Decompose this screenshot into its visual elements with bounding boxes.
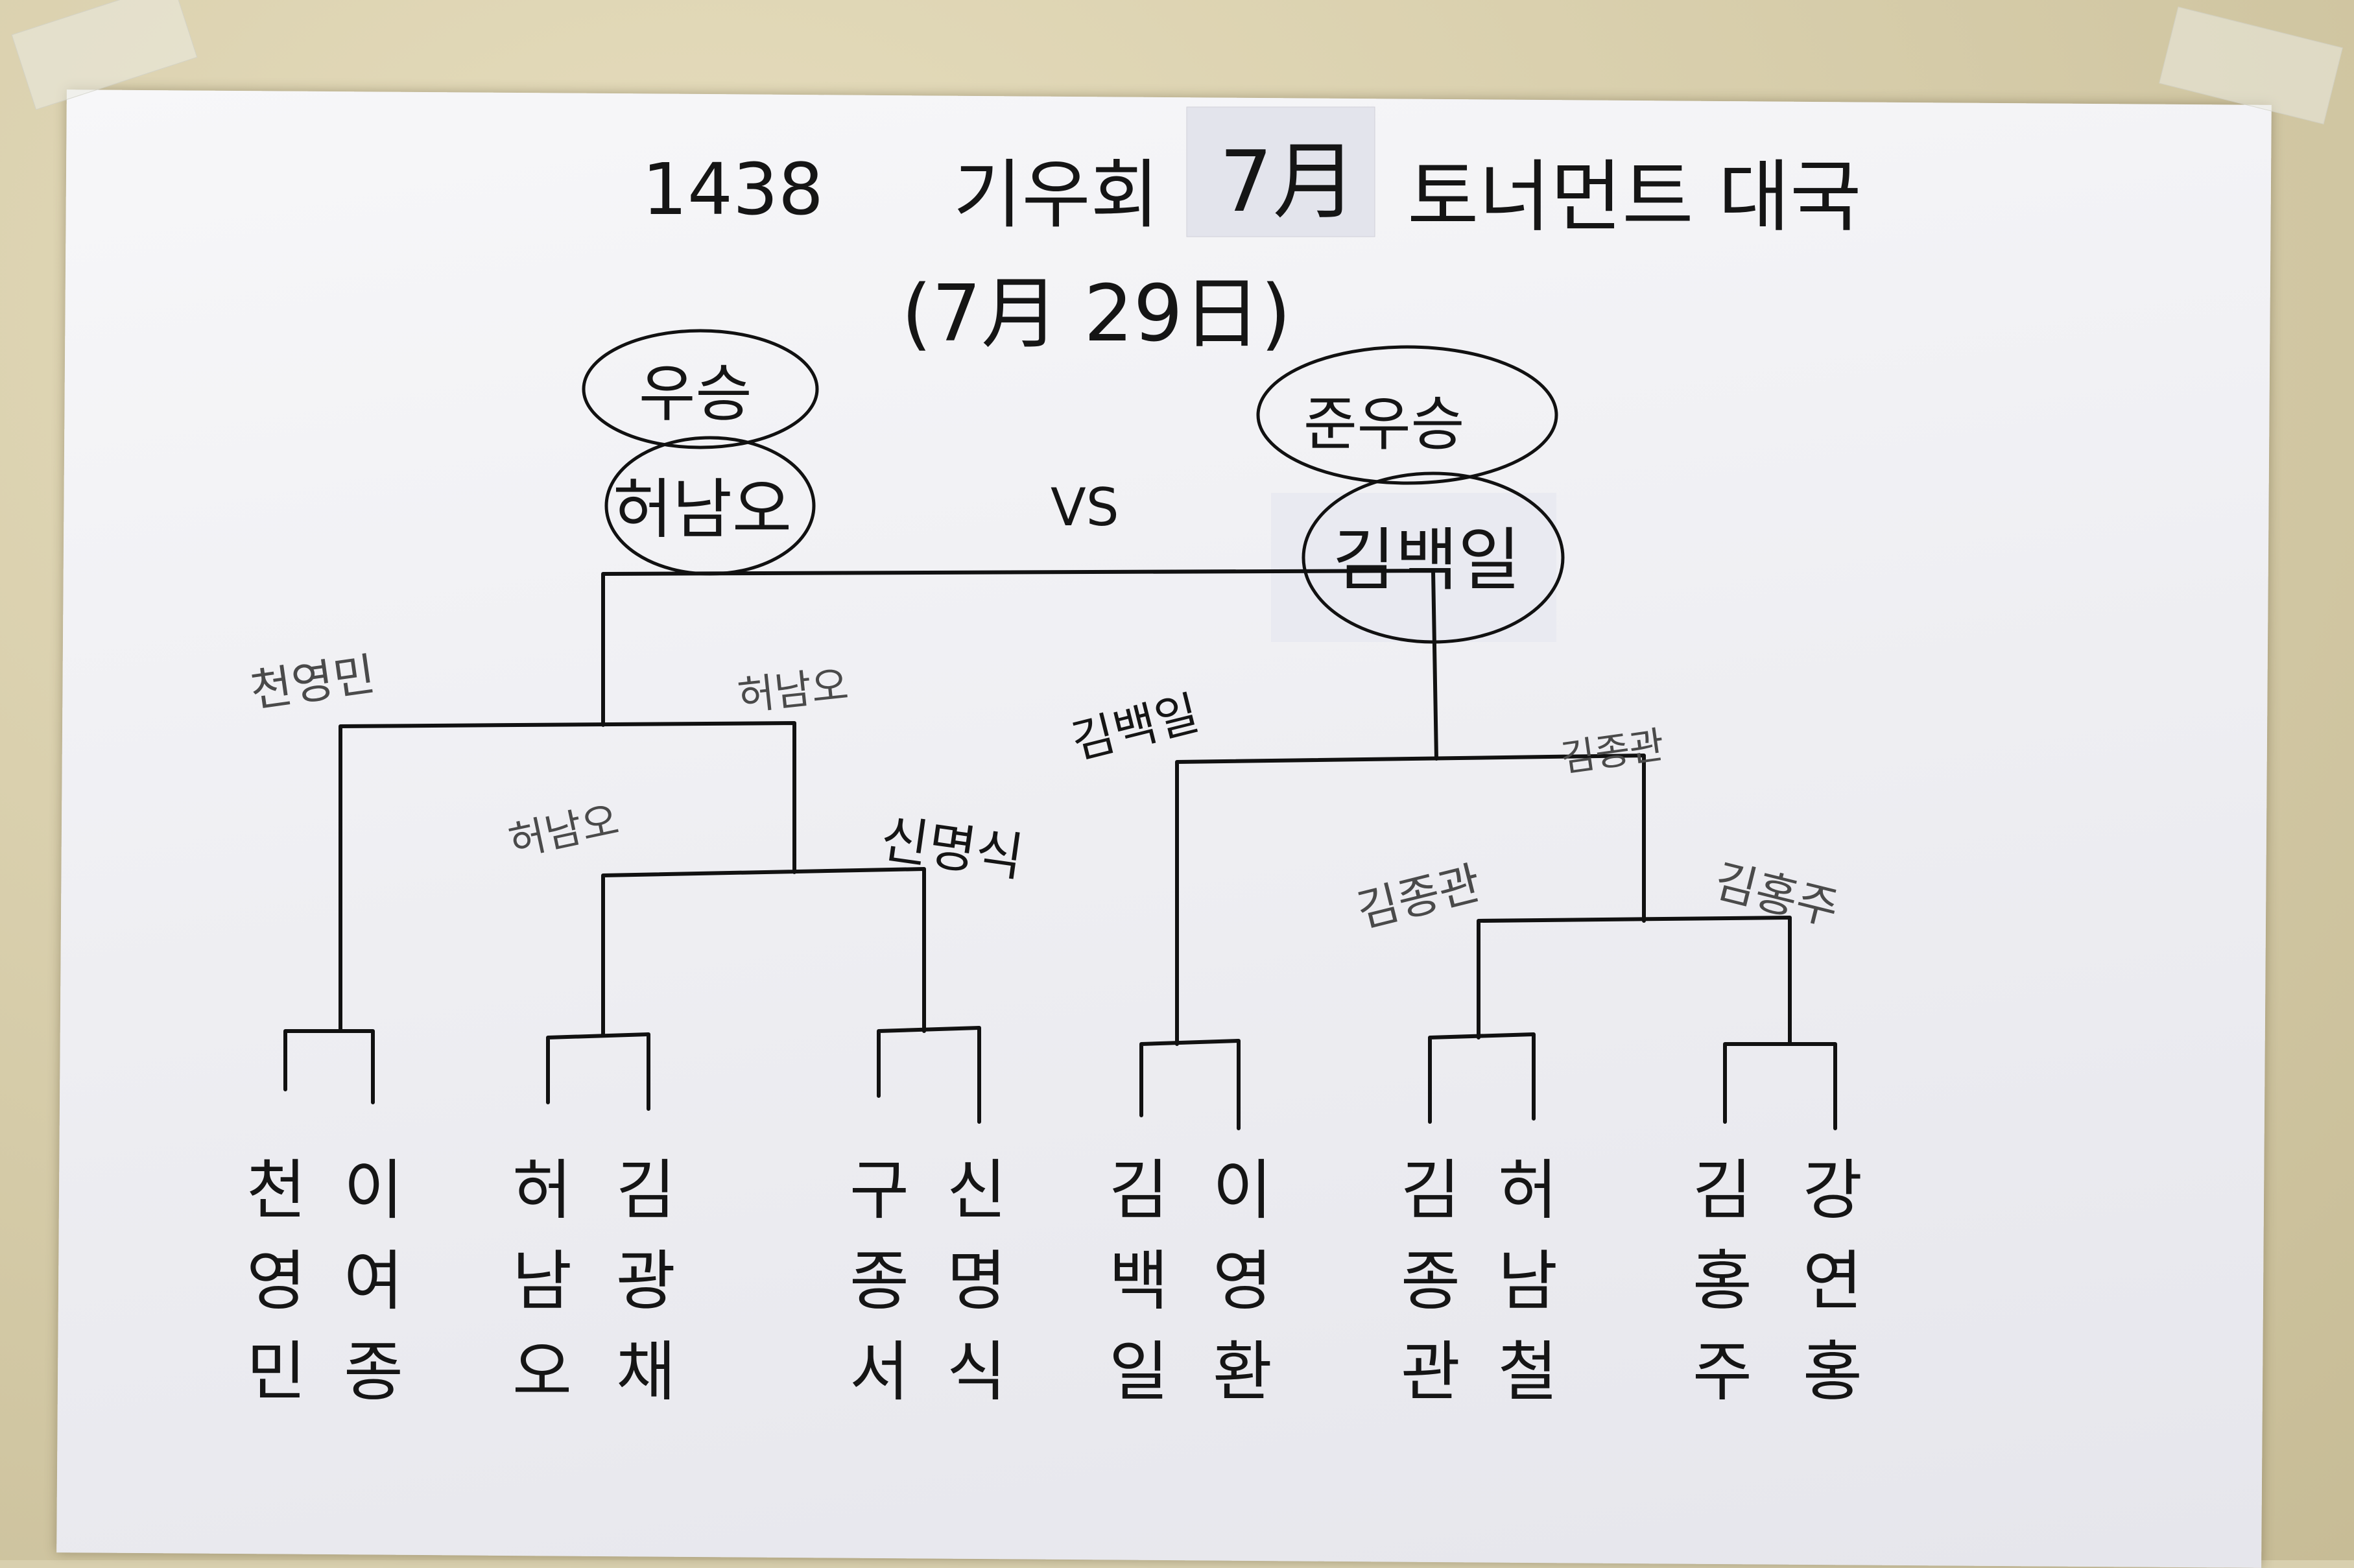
player-name-char: 채 (616, 1334, 676, 1410)
player-name-char: 허 (1498, 1152, 1558, 1228)
player-name-char: 강 (1803, 1152, 1862, 1228)
player-name-char: 김 (1109, 1152, 1169, 1228)
title-club: 기우회 (953, 152, 1159, 239)
final-connector (601, 569, 1438, 761)
title-month: 7月 (1219, 132, 1357, 231)
player-name-char: 신 (947, 1152, 1006, 1228)
winner-annotation: 김백일 (1066, 685, 1204, 770)
player-name-char: 관 (1401, 1334, 1460, 1410)
player-name-char: 종 (850, 1243, 909, 1319)
winner-annotation: 허남오 (735, 661, 851, 719)
winner-label-circle (582, 329, 819, 449)
month-sticker (1186, 106, 1375, 237)
runner-up-label-circle (1256, 345, 1558, 485)
date-text: (7月 29日) (901, 269, 1291, 359)
player-name-char: 허 (512, 1152, 572, 1228)
player-name-char: 영 (246, 1243, 306, 1319)
match-5-bracket (1428, 1032, 1536, 1124)
player-name-char: 영 (1213, 1243, 1272, 1319)
player-name-char: 종 (1401, 1243, 1460, 1319)
player-name-char: 홍 (1693, 1243, 1752, 1319)
right-semifinal-bracket (1175, 754, 1646, 1046)
player-name-char: 오 (512, 1334, 572, 1410)
vs-text: VS (1051, 477, 1119, 538)
winner-label: 우승 (639, 359, 752, 430)
winner-annotation: 신명식 (877, 809, 1027, 888)
player-name-char: 연 (1803, 1243, 1862, 1319)
player-name-char: 홍 (1803, 1334, 1862, 1410)
player-name-char: 김 (616, 1152, 676, 1228)
match-1-bracket (283, 1029, 375, 1104)
runner-up-label: 준우승 (1303, 390, 1464, 458)
title-prefix: 1438 (642, 148, 824, 231)
match-4-bracket (1139, 1039, 1241, 1130)
player-name-char: 김 (1693, 1152, 1752, 1228)
player-name-char: 김 (1401, 1152, 1460, 1228)
player-name-char: 남 (1498, 1243, 1558, 1319)
right-quarterfinal-bracket (1477, 916, 1792, 1046)
runner-up-name: 김백일 (1333, 521, 1521, 600)
player-name-char: 일 (1109, 1334, 1169, 1410)
player-name-char: 백 (1109, 1243, 1169, 1319)
match-6-bracket (1723, 1042, 1837, 1130)
player-name-char: 종 (344, 1334, 403, 1410)
winner-name: 허남오 (613, 471, 792, 547)
winner-annotation: 허남오 (505, 796, 623, 866)
title-event: 토너먼트 대국 (1407, 152, 1862, 243)
player-name-char: 명 (947, 1243, 1006, 1319)
player-name-char: 구 (850, 1152, 909, 1228)
player-name-char: 남 (512, 1243, 572, 1319)
winner-annotation: 김종관 (1351, 856, 1486, 938)
player-name-char: 주 (1693, 1334, 1752, 1410)
winner-annotation: 김종관 (1558, 722, 1667, 781)
match-3-bracket (877, 1026, 981, 1124)
player-name-char: 서 (850, 1334, 909, 1410)
player-name-char: 광 (616, 1243, 676, 1319)
player-name-char: 이 (344, 1152, 403, 1228)
winner-annotation: 천영민 (247, 648, 379, 718)
left-semifinal-bracket (339, 721, 796, 1033)
left-quarterfinal-bracket (601, 854, 926, 1036)
player-name-char: 철 (1498, 1334, 1558, 1410)
player-name-char: 환 (1213, 1334, 1272, 1410)
player-name-char: 민 (246, 1334, 306, 1410)
player-name-char: 식 (947, 1334, 1006, 1410)
winner-annotation: 김홍주 (1709, 854, 1844, 936)
player-name-char: 천 (246, 1152, 306, 1228)
match-2-bracket (546, 1032, 650, 1111)
player-name-char: 이 (1213, 1152, 1272, 1228)
player-name-char: 여 (344, 1243, 403, 1319)
